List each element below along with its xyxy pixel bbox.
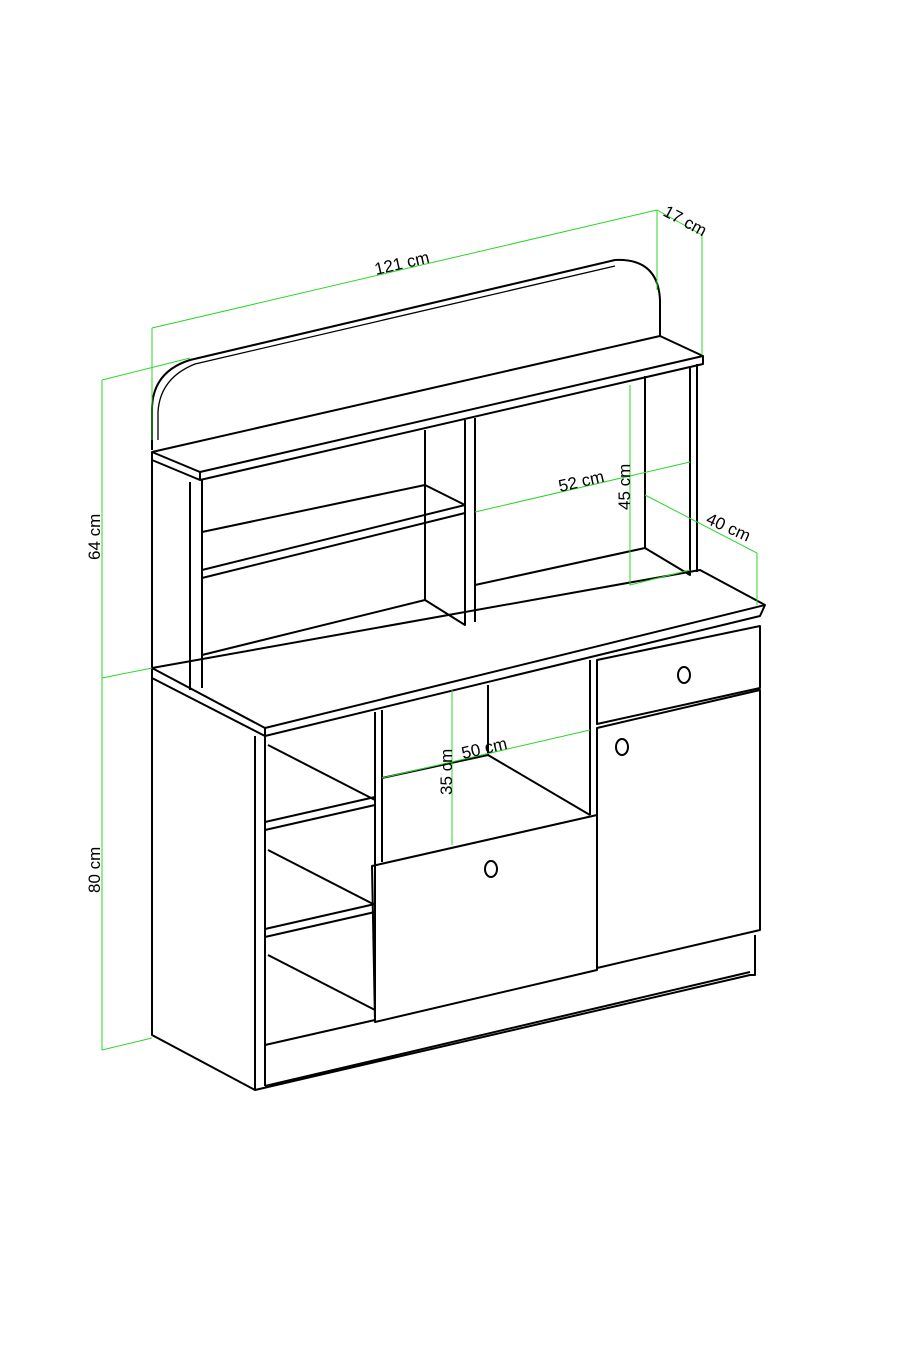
open-shelf-column bbox=[264, 710, 383, 1020]
base-height-dimension-line bbox=[101, 678, 153, 1051]
hutch-depth-label: 17 cm bbox=[660, 202, 710, 241]
hutch-left-side bbox=[151, 460, 203, 690]
compartment-height-dimension-line bbox=[629, 385, 691, 586]
compartment-width-dimension-line bbox=[474, 461, 691, 513]
niche-width-dimension-line bbox=[381, 729, 591, 779]
base-height-label: 80 cm bbox=[85, 847, 104, 893]
drop-front-knob bbox=[484, 860, 498, 878]
base-cabinet bbox=[151, 569, 766, 1091]
width-label: 121 cm bbox=[373, 248, 432, 279]
hutch-depth-dimension-line bbox=[656, 209, 703, 355]
top-drawer bbox=[596, 625, 761, 725]
drop-front-drawer bbox=[371, 814, 598, 1023]
hutch bbox=[151, 258, 704, 690]
hutch-right-side bbox=[644, 364, 698, 576]
base-depth-dimension-line bbox=[644, 494, 758, 605]
base-left-side bbox=[151, 678, 266, 1091]
width-dimension-line bbox=[151, 209, 658, 440]
hutch-backboard bbox=[151, 258, 661, 450]
drawer-knob bbox=[677, 666, 691, 684]
compartment-width-label: 52 cm bbox=[557, 467, 606, 496]
hutch-shelf bbox=[201, 484, 466, 579]
niche-height-label: 35 cm bbox=[437, 749, 456, 795]
door-knob bbox=[615, 738, 629, 756]
hutch-back-bottom bbox=[201, 547, 646, 656]
hutch-top-shelf bbox=[151, 335, 704, 481]
backboard-edge bbox=[157, 265, 616, 440]
dimension-lines bbox=[101, 209, 758, 1051]
cabinet-door bbox=[596, 689, 761, 969]
compartment-height-label: 45 cm bbox=[615, 464, 634, 510]
base-bottom bbox=[254, 935, 756, 1091]
niche-width-label: 50 cm bbox=[460, 734, 509, 763]
base-depth-label: 40 cm bbox=[703, 509, 753, 545]
hutch-height-label: 64 cm bbox=[85, 514, 104, 560]
hutch-height-dimension-line bbox=[101, 357, 191, 679]
